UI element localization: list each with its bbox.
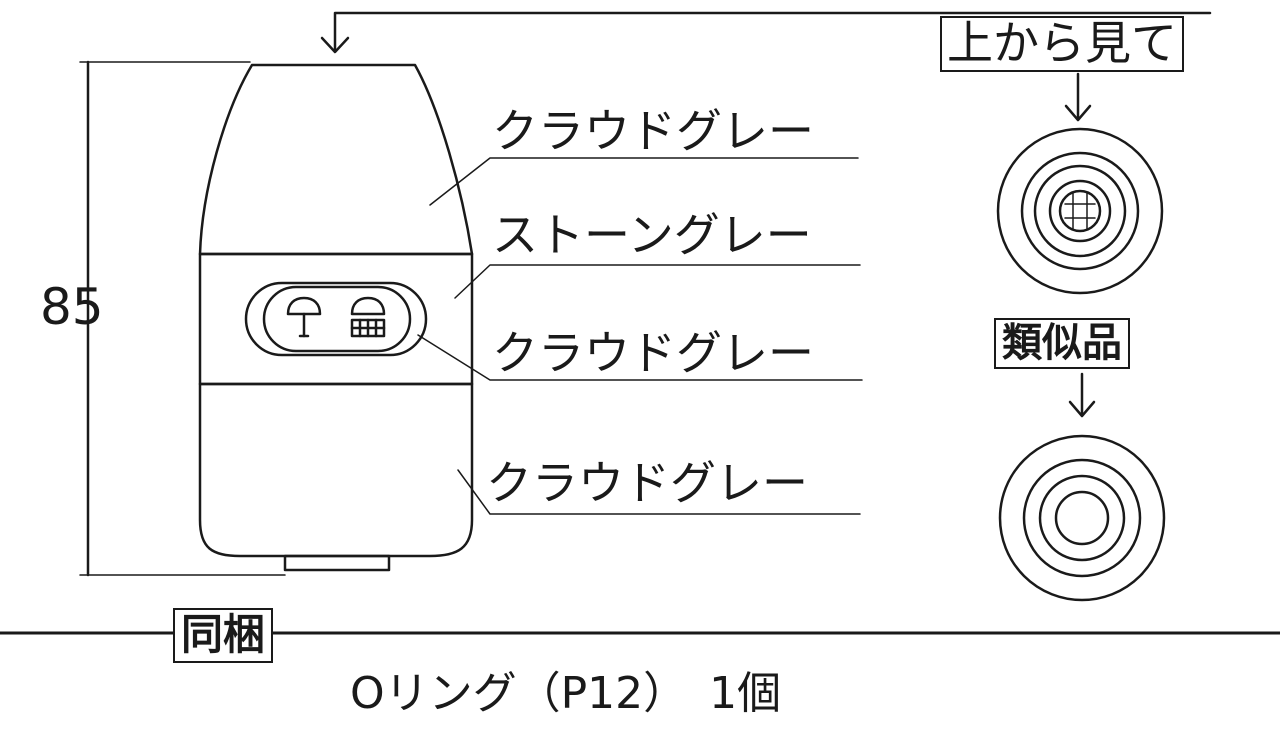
shower-flow-icon xyxy=(350,296,386,338)
color-label-bottom: クラウドグレー xyxy=(486,456,808,510)
top-view-label: 上から見て xyxy=(940,16,1184,72)
similar-rings xyxy=(998,434,1166,602)
mode-switch-outer xyxy=(244,281,428,357)
color-label-switch: クラウドグレー xyxy=(492,326,814,380)
leader-line-3 xyxy=(417,334,863,381)
top-view-down-arrow-head xyxy=(1064,104,1092,122)
mode-switch-inner xyxy=(262,285,412,353)
color-label-top-cap: クラウドグレー xyxy=(492,104,814,158)
height-dimension-label: 85 xyxy=(40,278,104,336)
product-top-cap xyxy=(198,63,474,256)
top-view-arrow-line xyxy=(333,11,1212,52)
leader-line-1 xyxy=(429,157,859,206)
leader-line-2 xyxy=(454,264,861,299)
top-view-arrow-head xyxy=(320,36,350,54)
product-outlet xyxy=(283,554,391,572)
straight-flow-icon xyxy=(286,296,322,338)
color-label-band: ストーングレー xyxy=(492,208,812,262)
similar-down-arrow-head xyxy=(1068,400,1096,418)
product-middle-band xyxy=(198,252,474,386)
bundled-label: 同梱 xyxy=(173,608,274,663)
product-bottom-section xyxy=(198,382,474,558)
leader-line-4 xyxy=(457,469,861,515)
accessory-item-text: Oリング（P12） 1個 xyxy=(350,668,782,719)
top-view-rings xyxy=(996,127,1164,295)
similar-product-label: 類似品 xyxy=(994,318,1130,369)
